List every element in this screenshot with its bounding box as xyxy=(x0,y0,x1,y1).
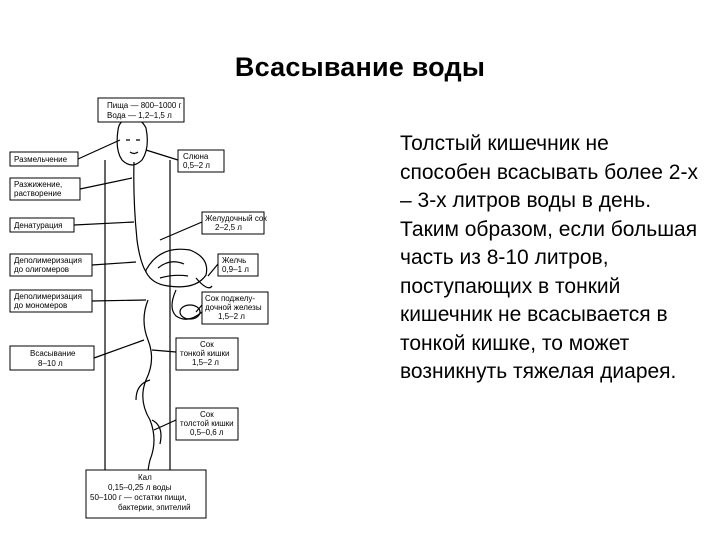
right-label-5b: тонкой кишки xyxy=(180,349,230,358)
left-connectors xyxy=(73,139,147,359)
output-line-2: 0,15–0,25 л воды xyxy=(108,483,172,492)
pancreas-shape xyxy=(179,304,201,320)
left-label-6b: 8–10 л xyxy=(38,359,63,368)
right-label-4a: Сок поджелу- xyxy=(205,294,255,303)
right-label-6b: толстой кишки xyxy=(180,419,234,428)
right-box-6 xyxy=(175,407,239,441)
right-label-3a: Желчь xyxy=(222,256,246,265)
right-box-4 xyxy=(201,291,269,325)
digestive-tract xyxy=(133,161,213,489)
output-line-1: Кал xyxy=(138,473,152,482)
right-label-5a: Сок xyxy=(200,340,214,349)
right-box-5 xyxy=(175,337,239,371)
left-label-4b: до олигомеров xyxy=(14,265,69,274)
slide-body-text: Толстый кишечник не способен всасывать б… xyxy=(400,132,698,383)
digestive-tract-diagram: Пища — 800–1000 г Вода — 1,2–1,5 л Разме… xyxy=(9,97,269,519)
right-label-6a: Сок xyxy=(200,410,214,419)
left-label-2b: растворение xyxy=(14,189,62,198)
intake-line-2: Вода — 1,2–1,5 л xyxy=(107,111,172,120)
right-label-1b: 0,5–2 л xyxy=(183,161,210,170)
output-line-4: бактерии, эпителий xyxy=(118,503,191,512)
left-label-5a: Деполимеризация xyxy=(14,292,82,301)
right-box-1 xyxy=(177,149,225,173)
output-box xyxy=(85,469,207,519)
right-label-4b: дочной железы xyxy=(205,303,262,312)
slide-title: Всасывание воды xyxy=(234,52,486,82)
left-box-6 xyxy=(9,345,95,371)
right-label-5c: 1,5–2 л xyxy=(192,358,219,367)
left-label-4a: Деполимеризация xyxy=(14,256,82,265)
left-label-6a: Всасывание xyxy=(30,349,76,358)
right-label-1a: Слюна xyxy=(183,152,209,161)
right-label-3b: 0,9–1 л xyxy=(222,265,249,274)
right-box-2 xyxy=(201,211,265,235)
left-label-1: Размельчение xyxy=(14,155,68,164)
left-label-2a: Разжижение, xyxy=(14,180,62,189)
intake-line-1: Пища — 800–1000 г xyxy=(107,101,182,110)
left-label-3: Денатурация xyxy=(14,221,63,230)
right-label-2a: Желудочный сок xyxy=(205,214,267,223)
right-label-4c: 1,5–2 л xyxy=(218,312,245,321)
right-label-2b: 2–2,5 л xyxy=(215,223,242,232)
right-box-3 xyxy=(217,253,259,277)
left-label-5b: до мономеров xyxy=(14,301,67,310)
right-label-6c: 0,5–0,6 л xyxy=(190,428,224,437)
right-connectors xyxy=(145,149,219,431)
intake-box xyxy=(97,97,185,123)
head-figure xyxy=(116,117,148,166)
output-line-3: 50–100 г — остатки пищи, xyxy=(90,493,187,502)
